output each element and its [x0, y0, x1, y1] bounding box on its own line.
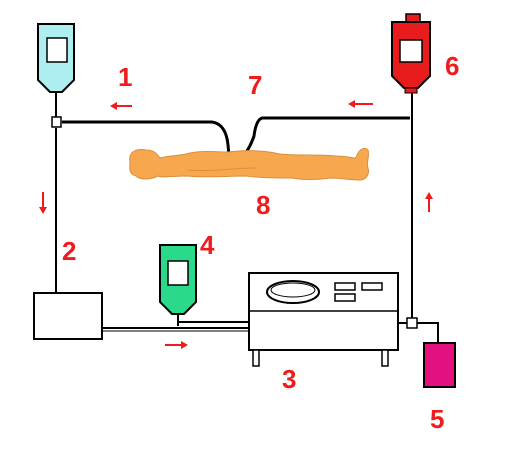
container-5: [423, 342, 456, 388]
bag-6: [391, 13, 431, 94]
flow-arrows: [39, 100, 433, 349]
bag-4-label-window: [167, 260, 189, 286]
bag-6-hanger: [405, 13, 421, 23]
arrow-right-bottom: [165, 341, 188, 349]
label-6: 6: [445, 51, 460, 81]
machine-3-rotor-inner: [270, 282, 316, 298]
label-5: 5: [430, 404, 445, 434]
label-4: 4: [200, 230, 215, 260]
patient-arm-line: [187, 167, 257, 172]
arrow-left-top-right: [348, 100, 373, 108]
label-2: 2: [62, 236, 77, 266]
tube-junction-to-container5: [432, 322, 439, 345]
arrow-left-top-left: [110, 102, 132, 110]
patient-figure: [129, 147, 370, 181]
label-7: 7: [248, 70, 263, 100]
label-3: 3: [282, 364, 297, 394]
junction-1: [51, 116, 62, 128]
machine-3: [248, 272, 399, 367]
bag-6-outlet: [404, 87, 418, 94]
patient-body: [129, 147, 370, 181]
bag-1: [37, 23, 75, 128]
arrow-up-right: [425, 192, 433, 212]
arrow-down-left: [39, 192, 47, 214]
device-2-box: [33, 292, 103, 340]
label-8: 8: [256, 190, 271, 220]
tubing: [55, 92, 439, 345]
label-1: 1: [118, 62, 133, 92]
tube-return-to-patient: [62, 120, 232, 167]
junction-pump: [406, 317, 418, 329]
bag-4: [159, 244, 197, 315]
machine-3-leg-left: [252, 349, 260, 367]
machine-3-leg-right: [381, 349, 389, 367]
machine-3-display-a: [334, 282, 356, 291]
bag-1-label-window: [46, 37, 68, 63]
machine-3-display-c: [334, 293, 356, 302]
bag-6-label-window: [399, 39, 423, 63]
machine-3-display-b: [361, 282, 383, 291]
